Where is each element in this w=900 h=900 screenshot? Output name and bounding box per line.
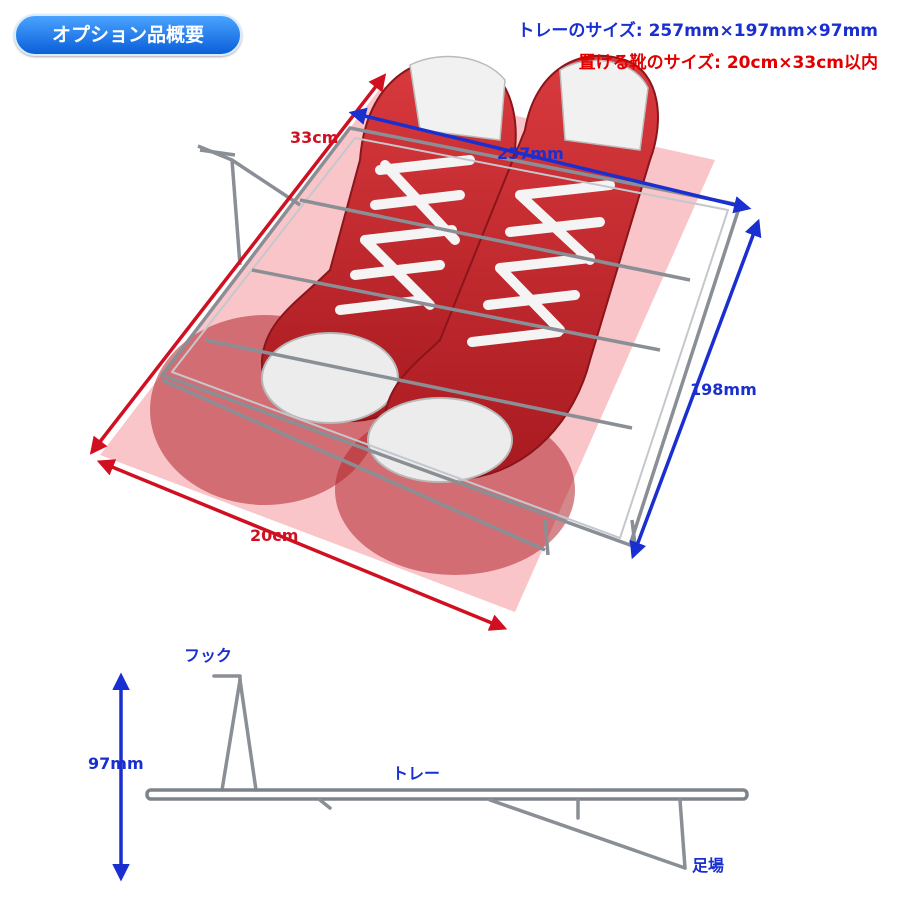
tray-size-spec: トレーのサイズ: 257mm×197mm×97mm (517, 21, 878, 41)
length-33cm-arrow (89, 73, 387, 455)
shoe-size-spec: 置ける靴のサイズ: 20cm×33cm以内 (578, 53, 878, 73)
tray-depth-198mm-arrow (629, 218, 762, 560)
hook-label: フック (184, 646, 233, 665)
tray-depth-198mm-label: 198mm (690, 380, 757, 399)
tray-label: トレー (392, 764, 441, 783)
wire-tray-side-view (145, 674, 749, 870)
length-33cm-label: 33cm (290, 128, 339, 147)
option-overview-badge: オプション品概要 (14, 14, 242, 56)
width-20cm-arrow (96, 459, 508, 631)
height-97mm-label: 97mm (88, 754, 144, 773)
width-20cm-label: 20cm (250, 526, 299, 545)
foot-label: 足場 (692, 856, 725, 875)
tray-width-257mm-label: 257mm (497, 144, 564, 163)
tray-width-257mm-arrow (348, 107, 752, 214)
